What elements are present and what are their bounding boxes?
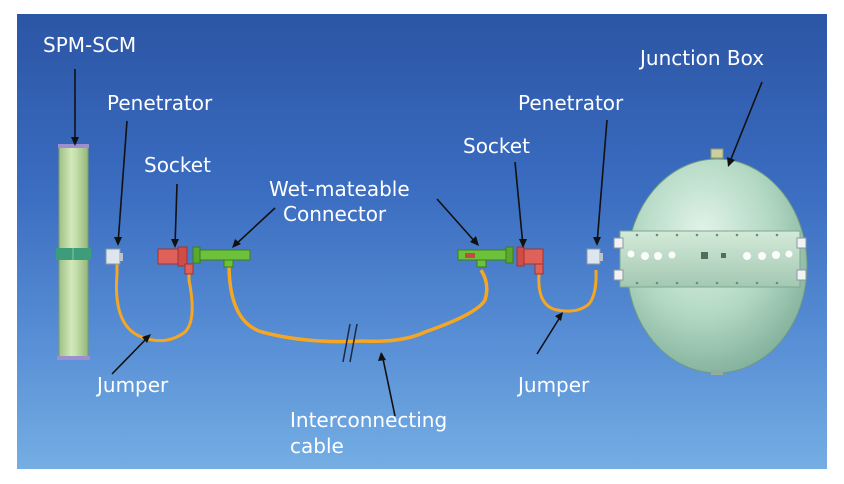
label-socket-right: Socket <box>463 134 530 158</box>
arrow-interconnecting-cable <box>381 353 396 417</box>
label-wet-mateable-line1: Wet-mateable <box>269 177 410 201</box>
wet-mateable-connector-left <box>192 246 251 268</box>
label-jumper-left: Jumper <box>97 373 169 397</box>
label-penetrator-right: Penetrator <box>518 91 624 115</box>
jumper-cable-left <box>114 264 194 343</box>
arrow-socket-right <box>514 161 524 247</box>
label-interconnecting-line1: Interconnecting <box>290 408 448 432</box>
label-socket-left: Socket <box>144 153 211 177</box>
junction-box <box>613 148 808 375</box>
penetrator-left <box>105 248 123 265</box>
penetrator-right <box>586 248 603 265</box>
arrow-penetrator-right <box>596 119 608 245</box>
arrow-socket-left <box>174 183 178 247</box>
label-jumper-right: Jumper <box>518 373 590 397</box>
label-spm-scm: SPM-SCM <box>43 33 137 57</box>
socket-left <box>157 246 194 275</box>
pointer-arrows <box>74 69 763 417</box>
label-wet-mateable-line2: Connector <box>283 202 387 226</box>
arrow-wet-mateable-left <box>233 207 276 247</box>
interconnecting-cable <box>227 263 489 344</box>
arrow-heads <box>71 137 735 361</box>
cable-break-mark-1 <box>342 323 351 363</box>
cable-break-mark-2 <box>349 323 358 363</box>
diagram-artwork <box>56 69 808 417</box>
arrow-jumper-right <box>536 313 563 355</box>
diagram-canvas: SPM-SCM Penetrator Socket Wet-mateable C… <box>17 14 827 469</box>
jumper-cable-right <box>537 264 598 313</box>
label-penetrator-left: Penetrator <box>107 91 213 115</box>
arrow-jumper-left <box>111 335 150 375</box>
socket-right <box>516 246 544 275</box>
arrow-penetrator-left <box>117 120 128 245</box>
spm-scm-module <box>56 144 91 360</box>
arrow-wet-mateable-right <box>436 198 478 245</box>
wet-mateable-connector-right <box>457 246 514 268</box>
label-junction-box: Junction Box <box>640 46 765 70</box>
label-interconnecting-line2: cable <box>290 434 344 458</box>
arrow-junction-box <box>728 81 763 165</box>
